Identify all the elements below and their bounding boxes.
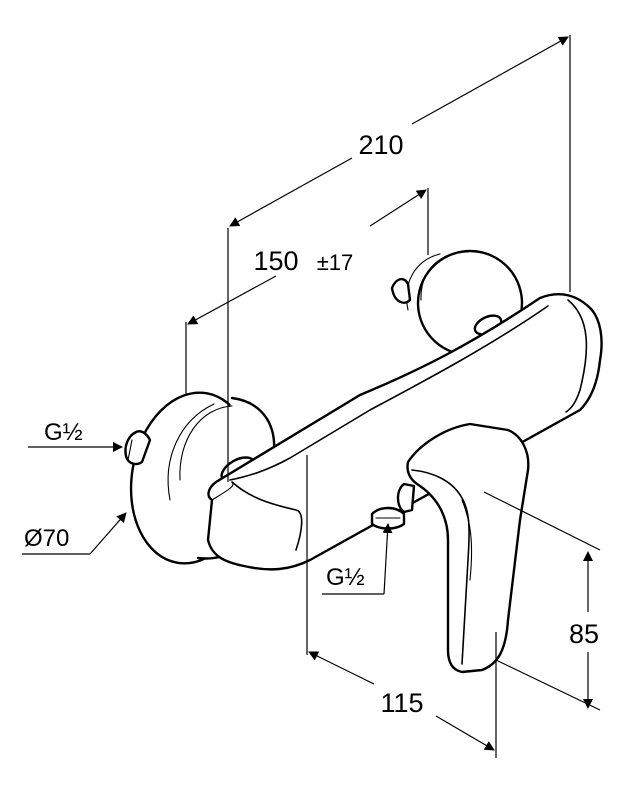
dim-85: 85 [569,551,599,709]
dim-150: 150 ±17 [187,189,427,325]
dim-115: 115 [308,651,495,751]
dim-150-label: 150 [253,246,298,276]
dim-rosette-diameter: Ø70 [22,512,127,555]
dim-115-label: 115 [380,688,423,718]
inlet-thread-label: G½ [44,419,83,446]
rosette-diameter-label: Ø70 [24,525,69,552]
dim-85-label: 85 [569,619,599,649]
dim-210: 210 [229,36,569,227]
dim-inlet-thread: G½ [28,419,123,452]
outlet [370,506,406,530]
extension-lines [185,35,601,758]
mixer-body [124,249,603,674]
dim-150-tolerance: ±17 [317,250,354,275]
outlet-thread-label: G½ [326,564,365,591]
lever-handle [396,422,530,674]
dim-210-label: 210 [358,130,403,160]
mixer-housing [206,293,603,571]
dim-outlet-thread: G½ [322,523,393,595]
